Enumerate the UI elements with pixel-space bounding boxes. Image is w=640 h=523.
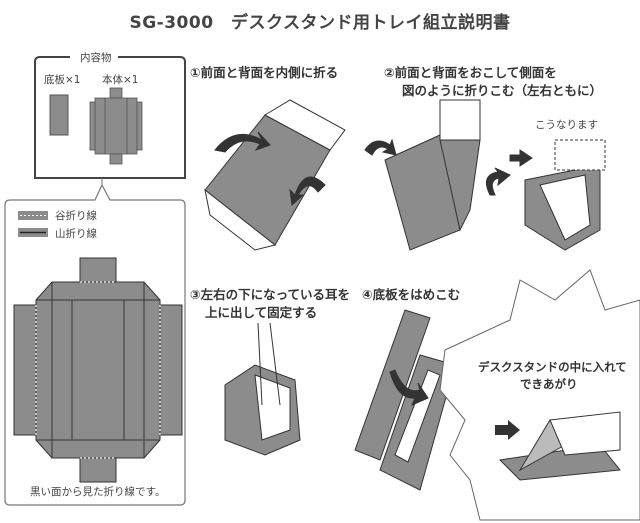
page-title: SG-3000 デスクスタンド用トレイ組立説明書 — [129, 13, 511, 33]
step2-illustration — [364, 99, 606, 251]
step3-illustration — [224, 322, 301, 456]
fold-legend-callout — [4, 178, 186, 506]
body-label: 本体×1 — [102, 74, 139, 86]
mountain-fold-label: 山折り線 — [55, 228, 97, 240]
step3-text-line1: ③左右の下になっている耳を — [190, 287, 350, 302]
step1-text: ①前面と背面を内側に折る — [190, 65, 339, 80]
fold-arrow-icon — [485, 167, 511, 196]
fold-note: 黒い面から見た折り線です。 — [30, 486, 166, 498]
box-net — [13, 257, 183, 483]
fold-arrow-icon — [289, 176, 326, 207]
bottom-board-thumbnail — [49, 94, 69, 136]
fold-arrow-icon — [364, 138, 397, 156]
step1-illustration — [204, 99, 346, 251]
fold-arrow-icon — [214, 131, 271, 153]
contents-label: 内容物 — [78, 50, 114, 65]
finish-burst — [439, 269, 640, 521]
valley-fold-label: 谷折り線 — [55, 210, 97, 222]
step2-result-label: こうなります — [535, 119, 598, 131]
step2-text-line2: 図のように折りこむ（左右ともに） — [402, 83, 603, 98]
step4-illustration — [354, 309, 456, 491]
finish-text-line2: できあがり — [520, 377, 578, 391]
arrow-right-icon — [509, 149, 533, 167]
insert-arrow-icon — [389, 369, 429, 406]
step3-text-line2: 上に出して固定する — [205, 305, 318, 320]
bottom-board-label: 底板×1 — [44, 74, 81, 86]
contents-box — [34, 56, 186, 179]
arrow-right-icon — [495, 420, 520, 440]
step2-text-line1: ②前面と背面をおこして側面を — [384, 65, 557, 80]
body-net-thumbnail — [89, 87, 143, 165]
finish-text-line1: デスクスタンドの中に入れて — [478, 360, 627, 374]
step4-text: ④底板をはめこむ — [362, 287, 461, 302]
